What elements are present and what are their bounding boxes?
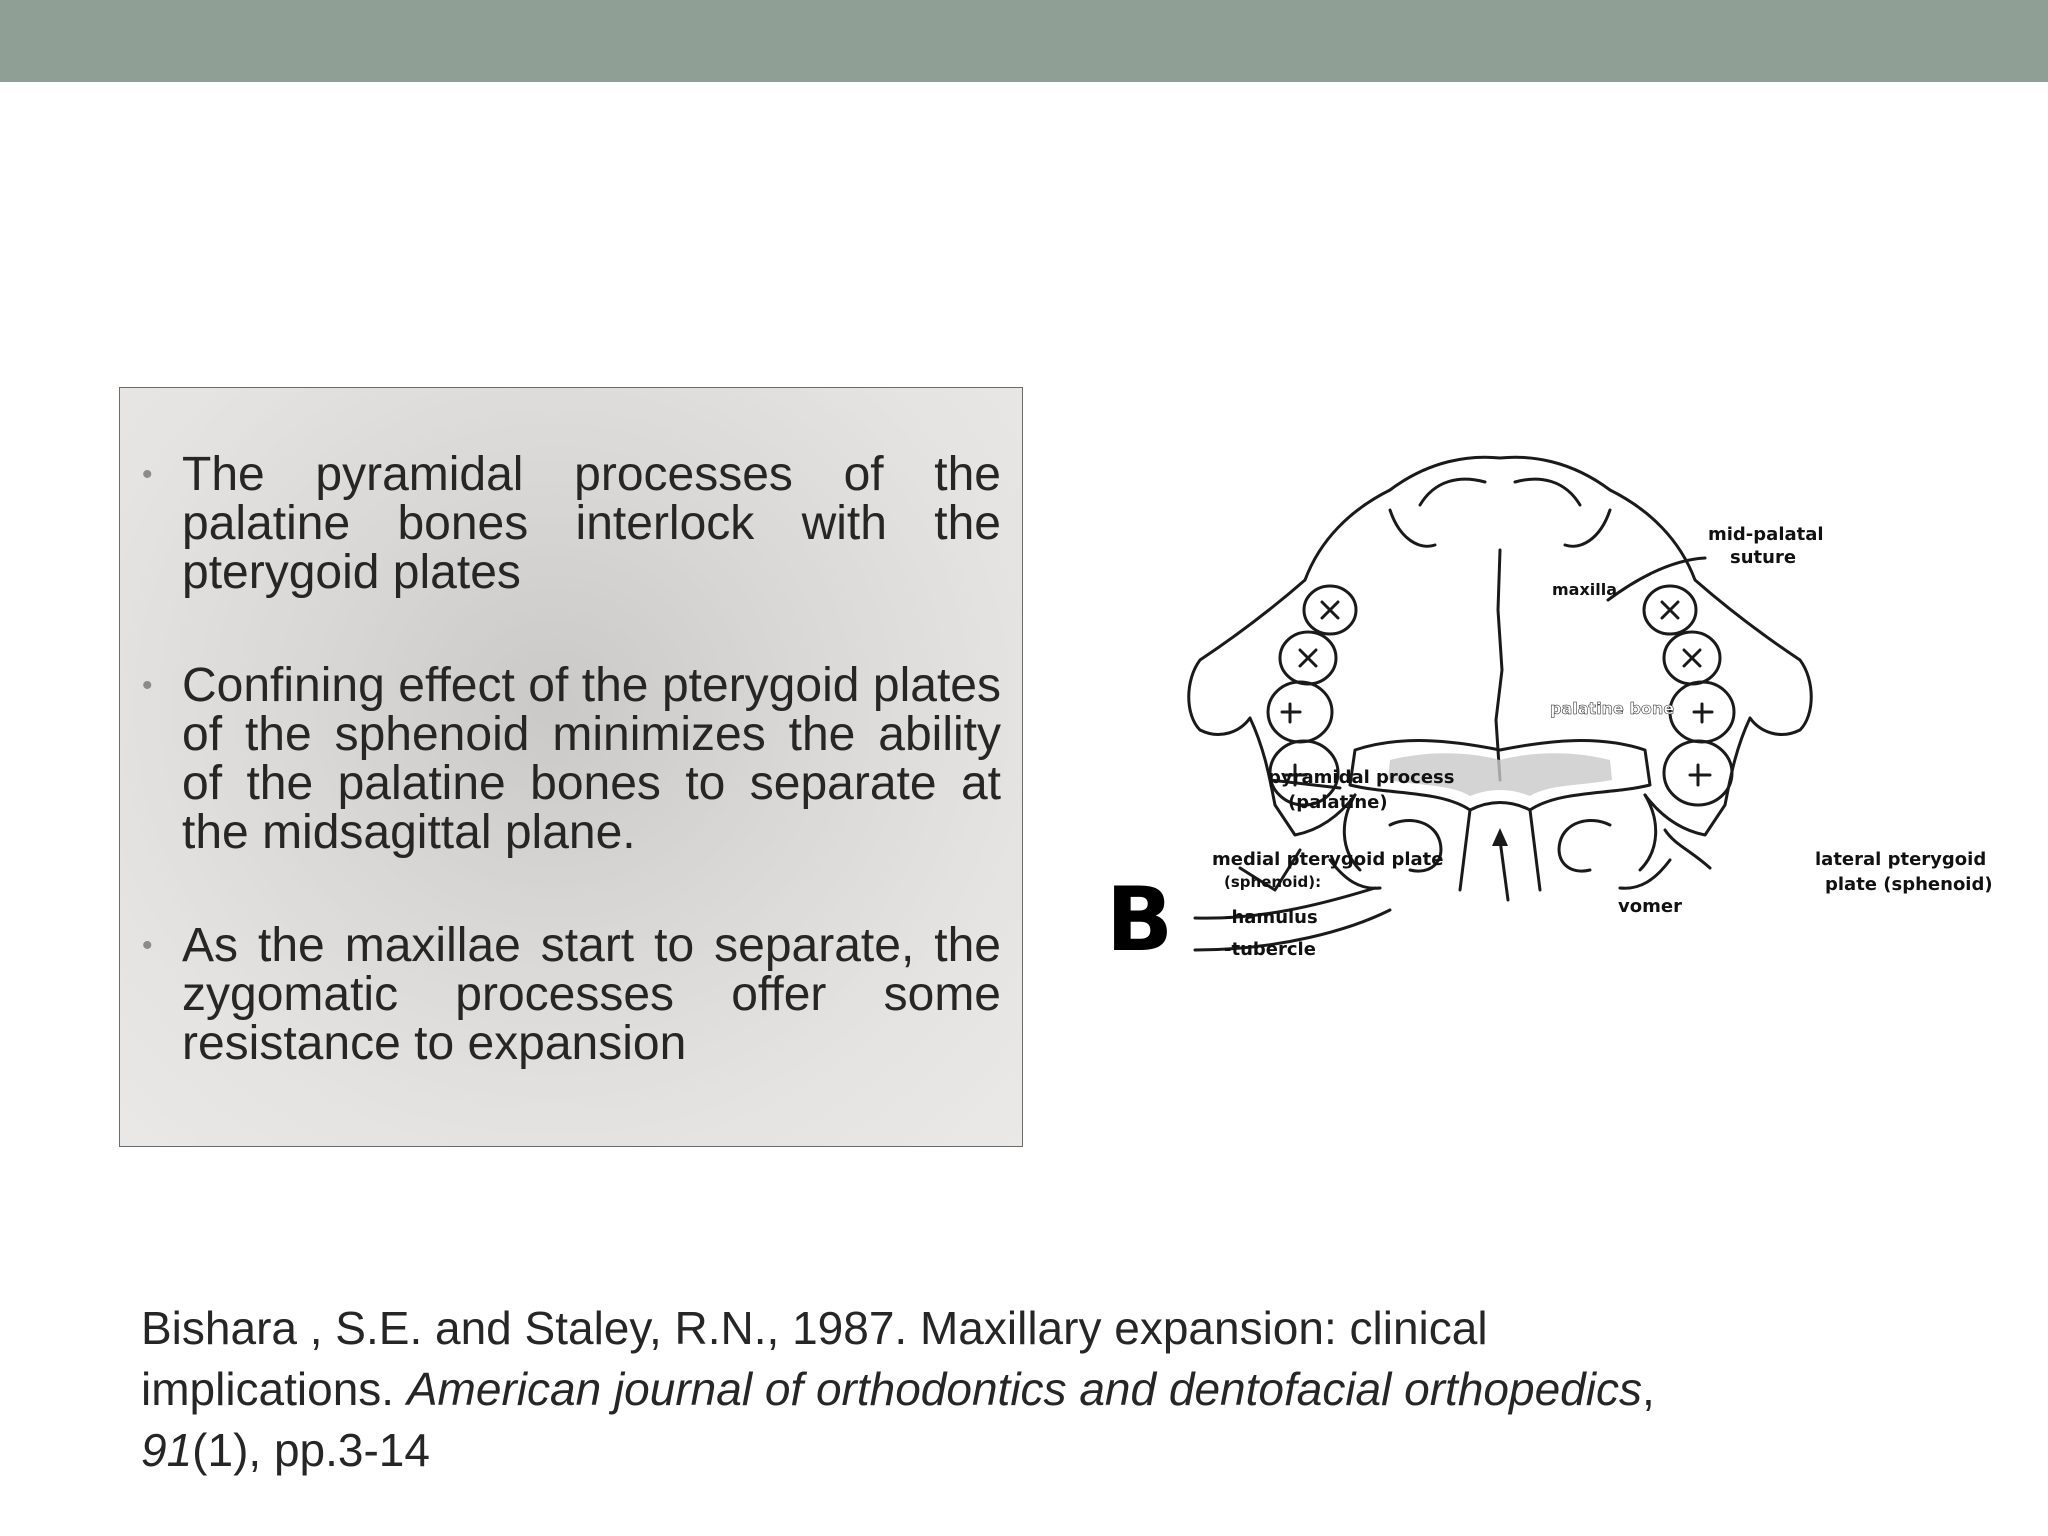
- citation-volume: 91: [141, 1424, 193, 1476]
- label-medial-sphenoid: (sphenoid):: [1224, 873, 1321, 891]
- label-lateral-pterygoid: lateral pterygoid: [1815, 849, 1986, 870]
- bullet-text-box: • The pyramidal processes of the palatin…: [119, 387, 1023, 1147]
- label-tubercle: -tubercle: [1224, 939, 1316, 960]
- label-suture: suture: [1730, 547, 1796, 568]
- label-medial-pterygoid: medial pterygoid plate: [1212, 849, 1444, 870]
- citation-issue-pages: (1), pp.3-14: [192, 1424, 430, 1476]
- bullet-dot-icon: •: [142, 929, 153, 962]
- bullet-list: • The pyramidal processes of the palatin…: [120, 450, 1022, 1132]
- citation: Bishara , S.E. and Staley, R.N., 1987. M…: [141, 1298, 1701, 1481]
- bullet-item: • The pyramidal processes of the palatin…: [120, 450, 1022, 597]
- figure-panel-letter: B: [1106, 868, 1173, 971]
- citation-journal: American journal of orthodontics and den…: [406, 1363, 1642, 1415]
- citation-sep: ,: [1641, 1363, 1655, 1415]
- label-mid-palatal: mid-palatal: [1708, 524, 1824, 545]
- label-pyramidal-process: pyramidal process: [1268, 767, 1454, 788]
- bullet-item: • Confining effect of the pterygoid plat…: [120, 661, 1022, 857]
- label-maxilla: maxilla: [1552, 580, 1617, 599]
- title-bar: [0, 0, 2048, 82]
- label-lateral-plate: plate (sphenoid): [1825, 874, 1993, 895]
- bullet-text: The pyramidal processes of the palatine …: [182, 448, 1001, 599]
- bullet-dot-icon: •: [142, 669, 153, 702]
- bullet-item: • As the maxillae start to separate, the…: [120, 921, 1022, 1068]
- citation-authors: Bishara , S.E. and Staley, R.N., 1987. M…: [141, 1302, 1488, 1415]
- label-palatine-bone: palatine bone: [1550, 699, 1674, 718]
- label-pyramidal-palatine: (palatine): [1288, 792, 1388, 813]
- bullet-dot-icon: •: [142, 458, 153, 491]
- label-hamulus: -hamulus: [1224, 907, 1318, 928]
- label-vomer: vomer: [1618, 896, 1682, 917]
- bullet-text: Confining effect of the pterygoid plates…: [182, 659, 1001, 859]
- bullet-text: As the maxillae start to separate, the z…: [182, 919, 1001, 1070]
- palate-anatomy-figure: mid-palatal suture maxilla palatine bone…: [1106, 455, 1993, 971]
